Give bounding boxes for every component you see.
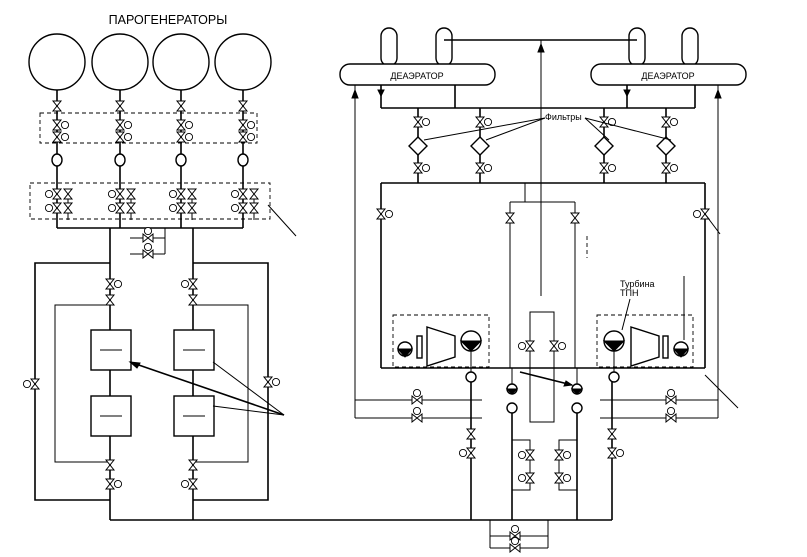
discharge-lines — [458, 382, 625, 520]
deaerator-right — [590, 63, 747, 86]
steam-generator-vessels — [28, 33, 272, 91]
filters-label: Фильтры — [545, 112, 582, 122]
turbine-label-line2: ТПН — [620, 288, 638, 298]
steam-generators-title: ПАРОГЕНЕРАТОРЫ — [109, 13, 228, 27]
turbopump-right — [602, 276, 690, 383]
steam-generator-4 — [214, 33, 272, 91]
booster-lines — [505, 183, 588, 423]
shutoff-valve-group — [39, 112, 258, 144]
filter-pointers — [423, 117, 672, 141]
turbine-label-line1: Турбина — [620, 279, 655, 289]
steam-generator-1 — [28, 33, 86, 91]
filter-3 — [594, 136, 614, 156]
deaerator-columns — [380, 27, 699, 296]
drain-valves — [130, 226, 166, 259]
turbopump-unit-right — [596, 314, 694, 368]
turbopump-left — [396, 326, 483, 383]
turbopump-unit-left — [392, 314, 490, 368]
deaerator-tanks — [339, 63, 747, 86]
deaerator-left-label: ДЕАЭРАТОР — [390, 71, 443, 81]
pump-suction-frame — [376, 182, 721, 369]
suction-header — [351, 85, 722, 418]
filter-1 — [408, 136, 428, 156]
steam-generator-3 — [152, 33, 210, 91]
steam-generator-2 — [91, 33, 149, 91]
sg-valves — [44, 100, 259, 214]
bottom-collector — [110, 519, 612, 553]
deaerator-left — [339, 63, 496, 86]
control-valve-group — [29, 182, 271, 220]
deaerator-right-label: ДЕАЭРАТОР — [641, 71, 694, 81]
filter-4 — [656, 136, 676, 156]
filter-legs — [408, 108, 679, 183]
heater-pointer-lines — [128, 361, 285, 416]
filter-2 — [470, 136, 490, 156]
hp-heater-loop — [22, 262, 281, 501]
recirculation-lines — [355, 374, 739, 423]
booster-pumps — [505, 368, 584, 414]
